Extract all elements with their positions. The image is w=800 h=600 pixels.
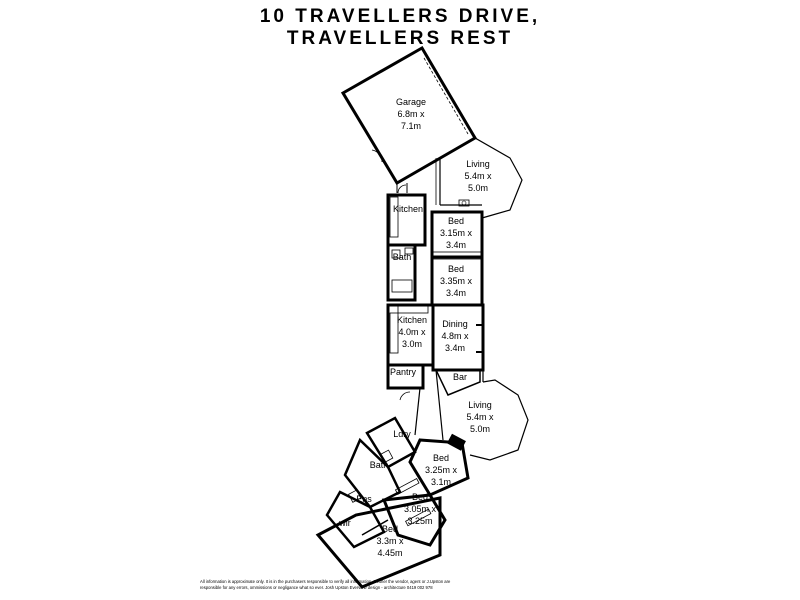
plan-title-line1: 10 TRAVELLERS DRIVE, [259,6,541,27]
room-dims: 5.4m x [464,171,492,181]
room-dims: 3.05m x [403,504,437,514]
room-name: Dining [442,319,468,329]
wardrobe-icon [394,478,420,495]
room-label-bed-a: Bed 3.15m x 3.4m [440,215,472,251]
room-dims: 3.4m [444,343,466,353]
room-name: Bed [447,264,465,274]
room-dims: 5.0m [467,183,489,193]
room-label-bar: Bar [453,371,467,383]
garage-door-swing [371,149,383,163]
wardrobe-icon [405,508,432,527]
room-name: Living [468,400,492,410]
fireplace-icon [458,199,470,207]
disclaimer-line: responsible for any errors, ommissions o… [200,584,433,590]
room-name: Bed [411,492,429,502]
room-name: Living [466,159,490,169]
room-dims: 4.8m x [441,331,469,341]
wardrobe-icon [431,251,483,260]
room-dims: 3.4m [445,288,467,298]
room-label-kitchen-top: Kitchen [393,203,423,215]
room-name: Bed [381,524,399,534]
room-name: wir [339,518,351,528]
wall-divider [361,519,389,536]
room-label-dining: Dining 4.8m x 3.4m [441,318,468,354]
bath-top-outline [386,243,417,302]
room-name: Bath [369,460,389,470]
passage-wall [435,369,444,441]
bar-outline [434,369,481,396]
bathroom-fixture-icon [348,489,362,503]
room-name: Bar [452,372,468,382]
passage-wall [414,387,421,436]
room-dims: 7.1m [400,121,421,131]
bathtub-icon [391,279,413,293]
bathroom-fixture-icon [380,449,394,463]
room-label-living-top: Living 5.4m x 5.0m [464,158,491,194]
room-label-bed-c: Bed 3.25m x 3.1m [425,452,457,488]
pantry-outline [386,363,425,390]
room-name: Bath [392,252,412,262]
living-top-outline [439,137,523,219]
ens-outline [325,490,386,549]
living-bottom-outline [469,379,529,461]
kitchen-mid-bench [389,312,399,354]
room-name: Bed [432,453,450,463]
garage-door-line [423,57,469,135]
disclaimer-text: All information is approximate only. It … [200,579,500,590]
room-label-ens: Ens [356,493,372,505]
room-label-bath-top: Bath [393,251,412,263]
room-dims: 3.15m x [439,228,473,238]
room-dims: 3.25m x [424,465,458,475]
bath-bottom-outline [343,437,402,509]
plan-title-line2: TRAVELLERS REST [286,28,514,49]
room-dims: 3.35m x [439,276,473,286]
room-dims: 3.25m [407,516,433,526]
bed-c-outline [408,438,470,497]
room-dims: 5.4m x [466,412,494,422]
room-name: Kitchen [396,315,428,325]
room-name: Ens [356,494,372,504]
room-name: Pantry [389,367,417,377]
kitchen-mid-bench [397,304,429,314]
room-label-bath-bottom: Bath [370,459,389,471]
room-label-kitchen-mid: Kitchen 4.0m x 3.0m [397,314,427,350]
kitchen-top-bench [389,196,399,238]
room-label-garage: Garage 6.8m x 7.1m [396,96,426,132]
room-name: Bed [447,216,465,226]
door-swing-passage [399,391,411,401]
room-dims: 4.45m [377,548,403,558]
bed-d-outline [381,493,447,547]
vanity-icon [404,247,414,255]
room-label-living-bottom: Living 5.4m x 5.0m [466,399,493,435]
room-name: Garage [395,97,427,107]
room-dims: 3.3m x [376,536,404,546]
room-dims: 3.1m [430,477,452,487]
room-dims: 4.0m x [398,327,426,337]
room-label-bed-d: Bed 3.05m x 3.25m [404,491,436,527]
room-name: Kitchen [392,204,424,214]
room-label-bed-b: Bed 3.35m x 3.4m [440,263,472,299]
room-dims: 5.0m [469,424,491,434]
room-dims: 6.8m x [397,109,425,119]
room-dims: 3.0m [401,339,422,349]
door-swing-breezeway [397,184,407,194]
room-label-wir: wir [339,517,351,529]
disclaimer-line: All information is approximate only. It … [200,579,451,584]
fireplace-icon [461,200,467,206]
room-dims: 3.4m [445,240,467,250]
room-label-bed-e: Bed 3.3m x 4.45m [376,523,403,559]
room-name: Ldry [393,429,411,439]
room-label-ldry: Ldry [393,428,411,440]
toilet-icon [391,249,401,259]
room-label-pantry: Pantry [390,366,416,378]
